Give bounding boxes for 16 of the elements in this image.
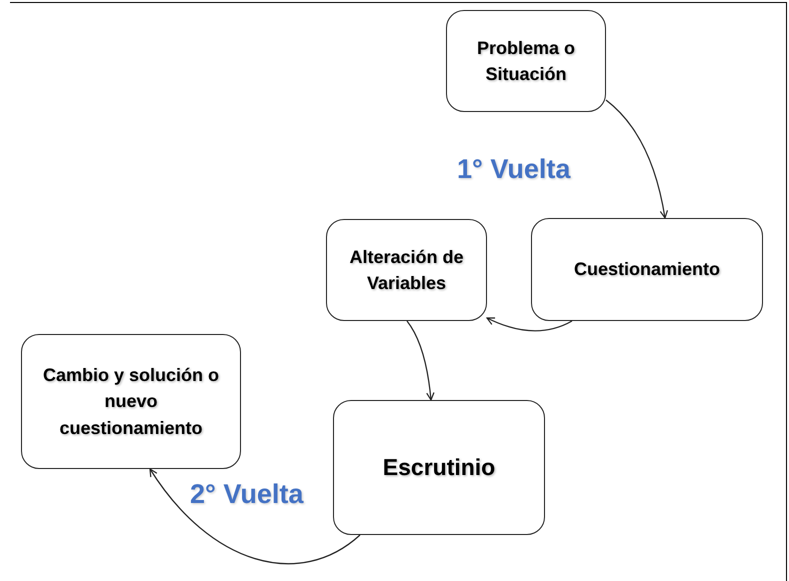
curved-arrow xyxy=(606,100,668,219)
box-label: Cambio y solución o nuevo cuestionamiento xyxy=(42,364,220,440)
rounded-box xyxy=(326,219,487,321)
rounded-box xyxy=(333,400,545,535)
rounded-box xyxy=(531,218,763,321)
box-label: Cuestionamiento xyxy=(574,258,720,282)
box-label: Alteración de Variables xyxy=(348,246,465,295)
curved-arrow xyxy=(486,317,572,332)
rounded-box xyxy=(21,334,241,469)
box-label: Problema o Situación xyxy=(476,36,576,86)
curved-arrow xyxy=(149,468,360,564)
lap-label: 2° Vuelta xyxy=(190,479,304,510)
box-label: Escrutinio xyxy=(382,452,496,482)
lap-label: 1° Vuelta xyxy=(457,154,570,185)
rounded-box xyxy=(446,10,606,112)
curved-arrow xyxy=(406,320,434,401)
